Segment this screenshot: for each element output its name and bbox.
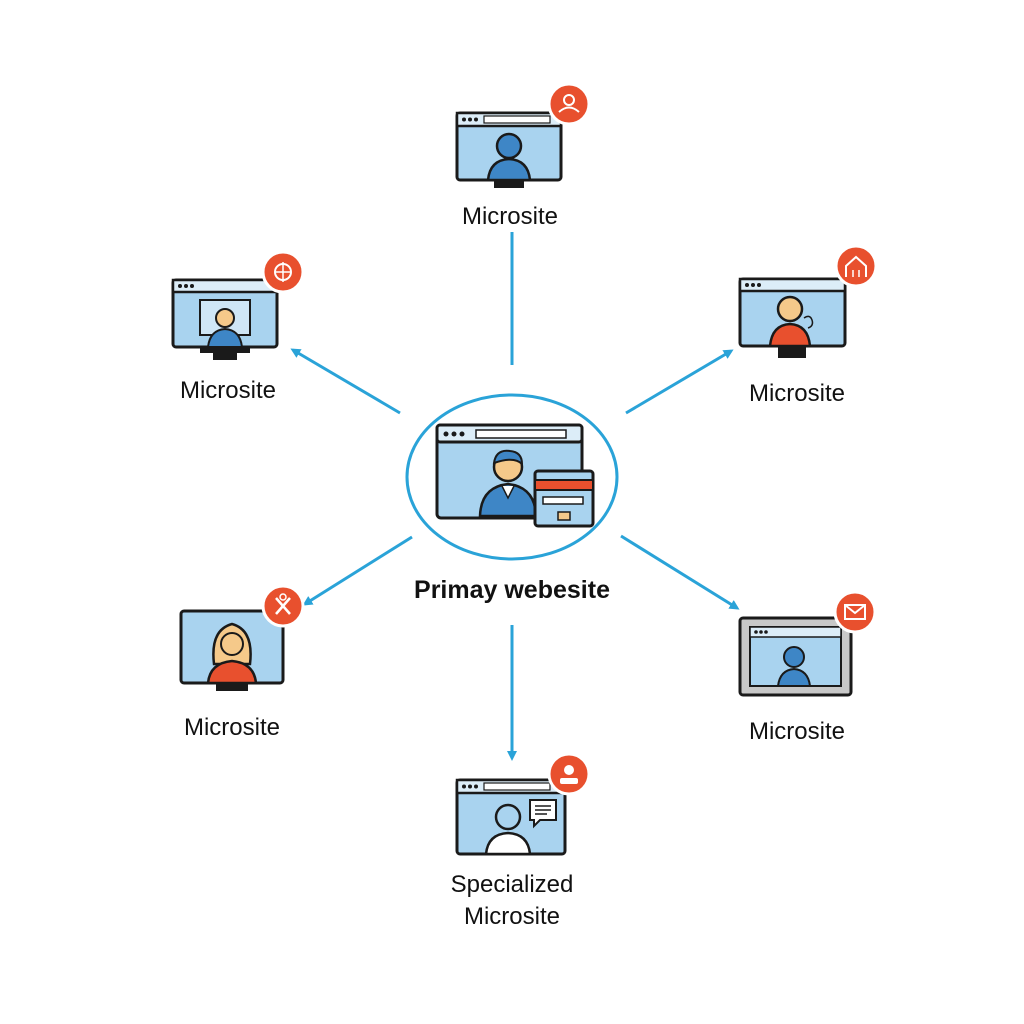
monitor-icon xyxy=(179,609,285,691)
primary-website-node: Primay webesite xyxy=(405,393,619,604)
primary-website-label: Primay webesite xyxy=(414,576,610,604)
microsite-label-upper-right: Microsite xyxy=(749,380,845,407)
arrow-lower-left xyxy=(302,535,413,606)
specialized-label-line2: Microsite xyxy=(464,903,560,930)
microsite-node-lower-left: Microsite xyxy=(179,584,305,741)
mail-icon xyxy=(833,590,877,634)
microsite-node-upper-left: Microsite xyxy=(171,250,305,404)
microsite-label-upper-left: Microsite xyxy=(180,377,276,404)
home-icon xyxy=(834,244,878,288)
microsite-node-bottom: Specialized Microsite xyxy=(451,752,591,930)
user-icon xyxy=(547,82,591,126)
payment-card-icon xyxy=(533,469,595,528)
microsite-label-top: Microsite xyxy=(462,203,558,230)
profile-icon xyxy=(547,752,591,796)
arrow-upper-right xyxy=(625,349,734,415)
monitor-icon xyxy=(171,278,279,360)
microsite-node-top: Microsite xyxy=(455,82,591,230)
chat-bubble-icon xyxy=(529,799,557,829)
arrow-upper-left xyxy=(290,348,401,415)
tools-icon xyxy=(261,584,305,628)
browser-window-icon xyxy=(455,111,563,188)
primary-website-circle xyxy=(405,393,619,561)
browser-window-icon xyxy=(455,778,567,856)
microsite-node-upper-right: Microsite xyxy=(738,244,878,407)
microsite-node-lower-right: Microsite xyxy=(738,590,877,745)
arrow-lower-right xyxy=(620,534,740,610)
browser-window-icon xyxy=(738,277,847,358)
globe-icon xyxy=(261,250,305,294)
microsite-label-lower-right: Microsite xyxy=(749,718,845,745)
connectors xyxy=(290,232,740,761)
specialized-label-line1: Specialized xyxy=(451,871,574,898)
tablet-icon xyxy=(738,616,853,697)
microsite-label-lower-left: Microsite xyxy=(184,714,280,741)
